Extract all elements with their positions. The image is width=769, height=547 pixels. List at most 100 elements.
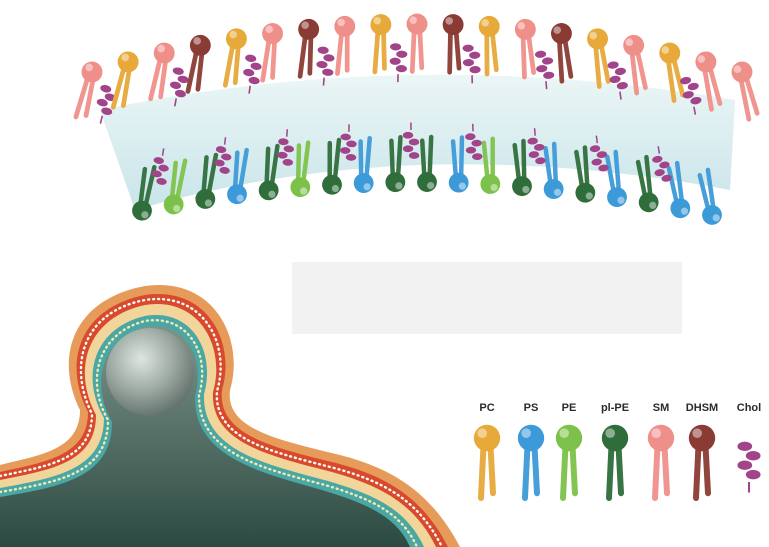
cholesterol-tail xyxy=(287,129,288,136)
lipid-tail xyxy=(225,46,232,86)
lipid-tail xyxy=(391,141,393,175)
cholesterol-tail xyxy=(249,86,250,94)
cholesterol-ring xyxy=(614,67,626,76)
cholesterol-ring xyxy=(536,65,548,73)
outer-leaflet-lipid xyxy=(407,14,428,72)
lipid-head xyxy=(385,172,405,192)
cholesterol-ring xyxy=(746,451,761,460)
lipid-tail xyxy=(522,141,526,179)
lipid-tail xyxy=(263,41,269,81)
vesicle xyxy=(106,328,194,416)
lipid-tail xyxy=(535,448,537,494)
outer-leaflet-lipid xyxy=(332,15,356,74)
legend-glyph-ps xyxy=(518,425,544,498)
legend-label-dhsm: DHSM xyxy=(686,402,718,414)
lipid-head xyxy=(297,18,320,41)
lipid-head xyxy=(648,425,674,451)
legend-glyph-dhsm xyxy=(689,425,715,498)
lipid-head xyxy=(261,22,284,45)
outer-leaflet-lipid xyxy=(257,22,284,82)
legend-glyph-pc xyxy=(474,425,500,498)
outer-leaflet-lipid xyxy=(478,15,502,74)
legend-glyph-pl-pe xyxy=(602,425,628,498)
cholesterol-ring xyxy=(607,61,619,70)
lipid-tail xyxy=(328,143,332,177)
lipid-tail xyxy=(565,41,571,77)
lipid-tail xyxy=(674,60,683,96)
outer-leaflet-lipid xyxy=(514,18,540,77)
cholesterol-ring xyxy=(322,68,334,76)
lipid-head-highlight xyxy=(605,428,615,438)
lipid-tail xyxy=(594,47,601,87)
lipid-tail xyxy=(485,34,489,74)
lipid-tail xyxy=(491,139,495,177)
lipid-head-highlight xyxy=(427,182,434,189)
lipid-head xyxy=(658,41,682,65)
outer-leaflet-lipid xyxy=(369,14,391,72)
lipid-tail xyxy=(429,137,431,175)
cholesterol-ring xyxy=(409,152,420,159)
lipid-tail xyxy=(359,142,362,176)
lipid-head xyxy=(353,173,373,193)
lipid-head xyxy=(290,177,311,198)
lipid-head xyxy=(518,425,544,451)
cholesterol-ring xyxy=(390,43,401,51)
cholesterol-ring xyxy=(542,57,554,65)
cholesterol-ring xyxy=(172,67,184,76)
lipid-head xyxy=(417,172,437,192)
lipid-tail xyxy=(706,448,708,494)
outer-leaflet-lipid xyxy=(442,14,464,72)
cholesterol-ring xyxy=(535,50,547,58)
lipid-tail xyxy=(619,448,621,494)
outer-leaflet-lipid xyxy=(550,22,577,82)
cholesterol-ring xyxy=(469,66,480,74)
lipid-tail xyxy=(638,52,646,88)
lipid-head xyxy=(474,425,500,451)
outer-leaflet-lipid xyxy=(182,33,212,94)
cholesterol-ring xyxy=(317,46,329,54)
cholesterol-tail xyxy=(620,92,621,100)
lipid-head-highlight xyxy=(409,16,417,24)
cholesterol-tail xyxy=(225,137,226,144)
lipid-tail xyxy=(563,448,565,498)
lipid-tail xyxy=(422,141,424,175)
lipid-tail xyxy=(665,448,667,494)
lipid-tail xyxy=(233,47,240,83)
lipid-head xyxy=(116,49,141,74)
lipid-tail xyxy=(308,37,313,73)
outer-leaflet-lipid xyxy=(220,27,249,87)
lipid-tail xyxy=(491,448,493,494)
cholesterol-ring xyxy=(469,51,480,59)
lipid-tail xyxy=(412,32,414,72)
lipid-tail xyxy=(188,52,196,92)
legend-label-pe: PE xyxy=(562,402,577,414)
lipid-head xyxy=(322,174,343,195)
lipid-head xyxy=(152,41,176,65)
legend-glyph-chol xyxy=(737,442,760,493)
lipid-tail xyxy=(521,37,526,77)
cholesterol-ring xyxy=(250,62,262,71)
lipid-head xyxy=(689,425,715,451)
legend-label-sm: SM xyxy=(653,402,670,414)
lipid-tail xyxy=(492,34,496,70)
legend-label-pl-pe: pl-PE xyxy=(601,402,629,414)
cholesterol-tail xyxy=(323,78,324,86)
outer-leaflet-lipid xyxy=(729,59,763,120)
lipid-head xyxy=(480,174,501,195)
lipid-head xyxy=(669,197,692,220)
cholesterol-tail xyxy=(596,136,597,143)
lipid-head xyxy=(334,15,356,37)
lipid-tail xyxy=(375,32,378,72)
cholesterol-ring xyxy=(403,145,414,152)
lipid-head xyxy=(225,27,249,51)
lipid-head-highlight xyxy=(692,428,702,438)
cholesterol-ring xyxy=(396,65,407,73)
cholesterol-ring xyxy=(463,59,474,67)
lipid-head xyxy=(370,14,391,35)
lipid-head xyxy=(407,14,428,35)
lipid-tail xyxy=(345,34,349,70)
lipid-head xyxy=(693,49,718,74)
lipid-tail xyxy=(601,46,608,82)
lipid-head xyxy=(606,186,628,208)
lipid-tail xyxy=(271,41,277,77)
